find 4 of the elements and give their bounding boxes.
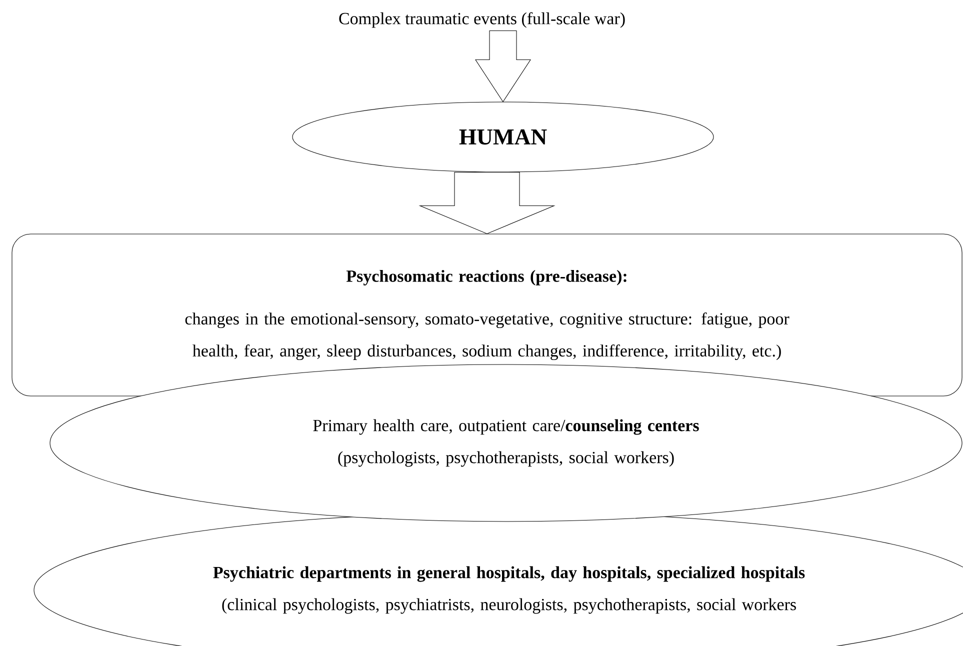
- block-arrow: [475, 30, 531, 102]
- block-arrow: [418, 172, 556, 234]
- node-label: Primary health care, outpatient care/counseling centers (psychologists, psychotherapists, social workers): [313, 419, 699, 467]
- event-text: Complex traumatic events (full-scale war): [339, 12, 625, 28]
